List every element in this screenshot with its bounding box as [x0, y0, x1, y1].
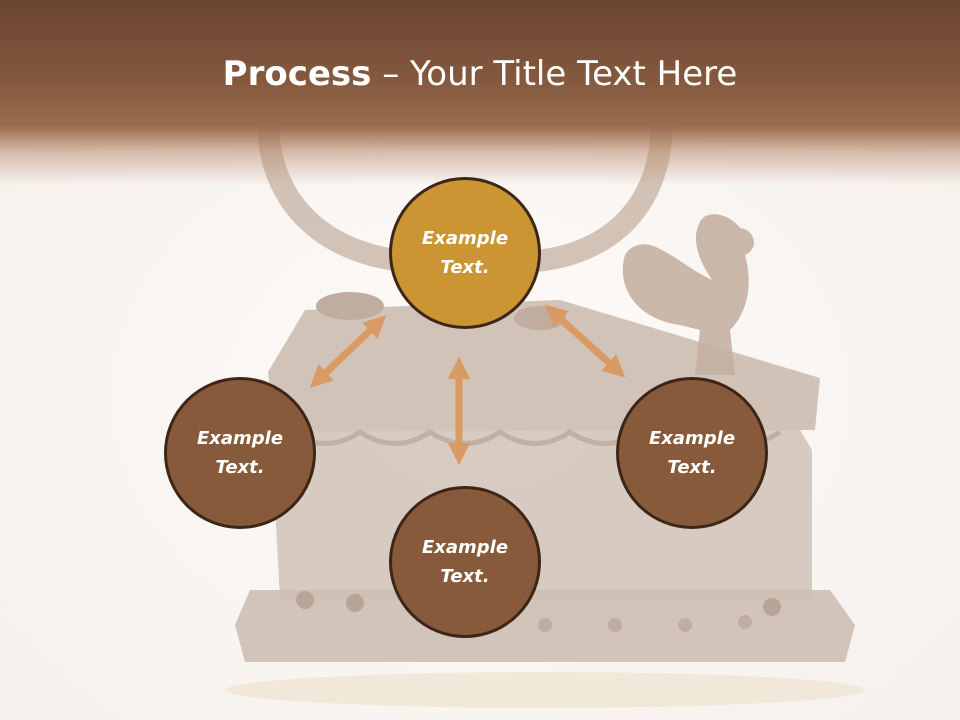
left-process-node[interactable]: Example Text.: [164, 377, 316, 529]
title-rest: Your Title Text Here: [410, 54, 738, 94]
right-process-node[interactable]: Example Text.: [616, 377, 768, 529]
bottom-process-node[interactable]: Example Text.: [389, 486, 541, 638]
arrow-center-left: [309, 315, 387, 388]
slide-title: Process – Your Title Text Here: [0, 52, 960, 96]
title-separator: –: [371, 54, 411, 94]
bottom-node-label: Example Text.: [421, 537, 509, 587]
title-bold-part: Process: [222, 54, 372, 94]
center-process-node[interactable]: Example Text.: [389, 177, 541, 329]
arrow-center-right: [544, 304, 626, 378]
right-node-label: Example Text.: [648, 428, 736, 478]
center-node-label: Example Text.: [421, 228, 509, 278]
header-band: [0, 0, 960, 185]
left-node-label: Example Text.: [196, 428, 284, 478]
